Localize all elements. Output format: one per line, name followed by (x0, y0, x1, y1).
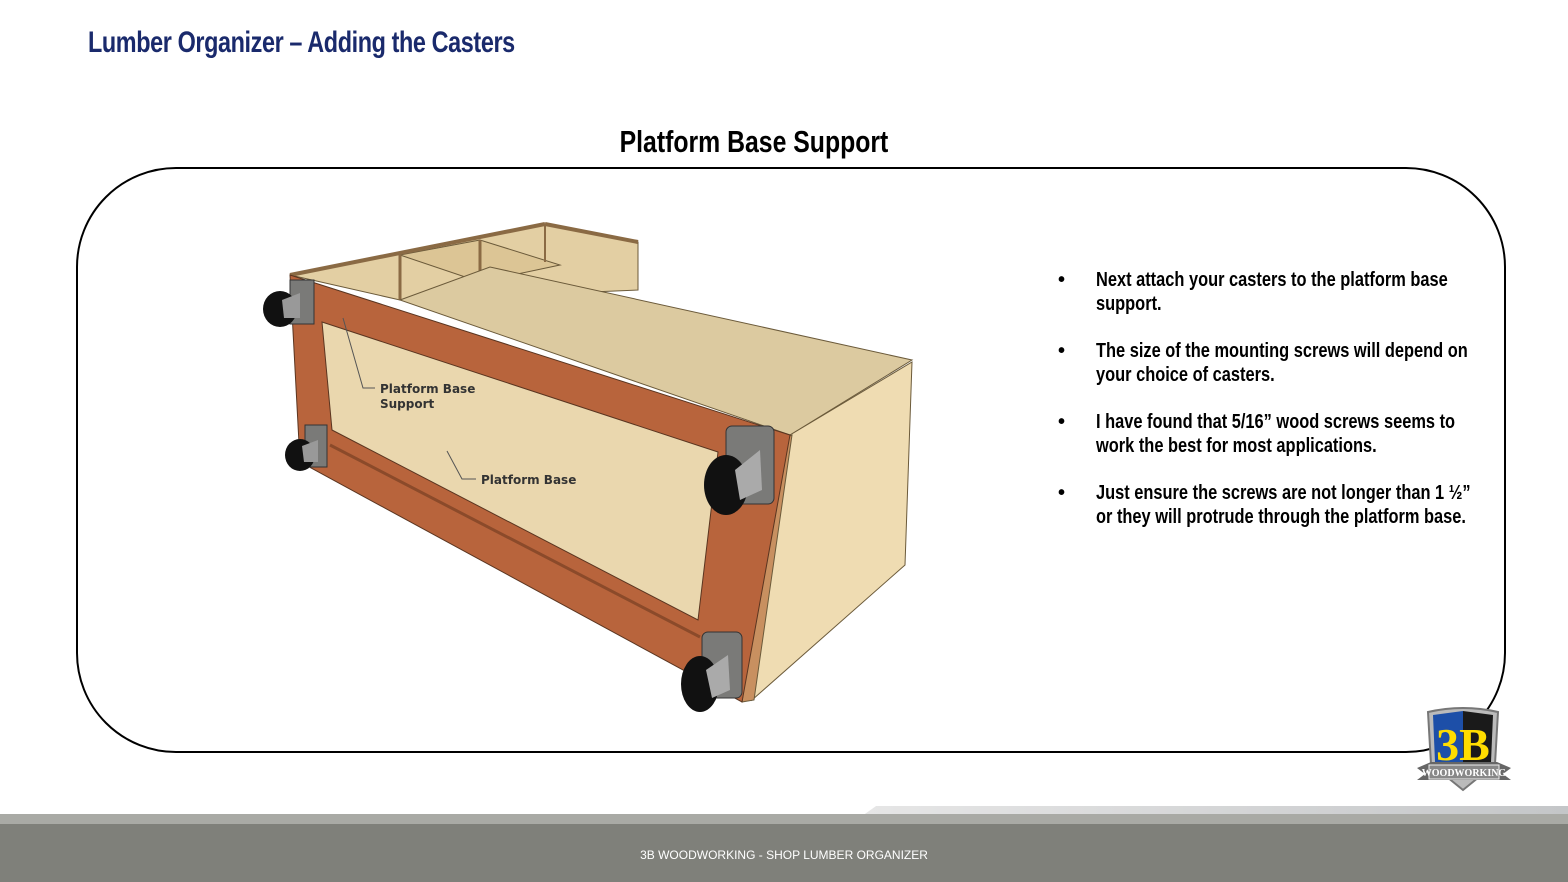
bullet-text: Next attach your casters to the platform… (1096, 269, 1448, 315)
caster-icon (704, 425, 775, 515)
footer-accent (862, 806, 1568, 816)
bullet-text: The size of the mounting screws will dep… (1096, 340, 1468, 386)
bullet-icon: • (1058, 269, 1066, 291)
list-item: • I have found that 5/16” wood screws se… (1058, 410, 1478, 458)
footer-divider (0, 814, 1568, 824)
section-title-text: Platform Base Support (619, 124, 889, 159)
caster-icon (681, 631, 743, 712)
content-frame (76, 167, 1506, 753)
bullet-text: I have found that 5/16” wood screws seem… (1096, 411, 1456, 457)
instruction-list: • Next attach your casters to the platfor… (1058, 268, 1478, 552)
page-title: Lumber Organizer – Adding the Casters (88, 26, 515, 59)
caster-icon (263, 279, 315, 327)
label-platform-base: Platform Base (481, 473, 576, 487)
label-platform-base-support: Platform Base (380, 382, 475, 396)
footer-bar (0, 824, 1568, 882)
bullet-text: Just ensure the screws are not longer th… (1096, 482, 1471, 528)
list-item: • Just ensure the screws are not longer t… (1058, 481, 1478, 529)
footer-text: 3B WOODWORKING - SHOP LUMBER ORGANIZER (640, 848, 928, 862)
top-lid (398, 266, 914, 436)
svg-text:WOODWORKING: WOODWORKING (1422, 768, 1507, 779)
platform-base (321, 321, 719, 621)
bullet-icon: • (1058, 482, 1066, 504)
caster-icon (285, 424, 328, 471)
svg-text:3B: 3B (1436, 719, 1490, 770)
bullet-icon: • (1058, 340, 1066, 362)
caster-illustration: Platform Base Support Platform Base (263, 222, 914, 712)
section-title: Platform Base Support (0, 124, 1508, 160)
label-platform-base-support-2: Support (380, 397, 435, 411)
3b-woodworking-logo: 3B WOODWORKING (1417, 707, 1511, 792)
bullet-icon: • (1058, 411, 1066, 433)
list-item: • Next attach your casters to the platfor… (1058, 268, 1478, 316)
list-item: • The size of the mounting screws will de… (1058, 339, 1478, 387)
